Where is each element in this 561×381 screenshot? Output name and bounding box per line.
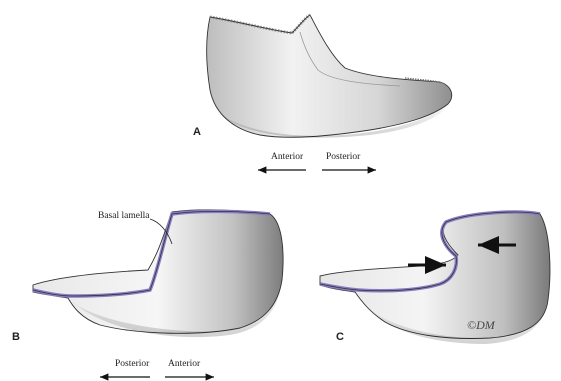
panel-b-label: B — [12, 331, 20, 343]
panel-b-anterior-label: Anterior — [168, 359, 200, 369]
panel-b-plate — [33, 210, 283, 334]
artist-signature: ©DM — [467, 318, 495, 333]
panel-a-anterior-label: Anterior — [271, 152, 303, 162]
panel-c-plate — [320, 212, 550, 338]
panel-a-posterior-label: Posterior — [326, 152, 360, 162]
panel-b-drawing — [33, 210, 283, 337]
panel-c-drawing — [320, 212, 550, 344]
panel-a-drawing — [207, 15, 452, 138]
panel-b-posterior-label: Posterior — [115, 359, 149, 369]
panel-a-label: A — [193, 126, 201, 138]
basal-lamella-label: Basal lamella — [98, 211, 149, 221]
panel-c-label: C — [336, 331, 344, 343]
